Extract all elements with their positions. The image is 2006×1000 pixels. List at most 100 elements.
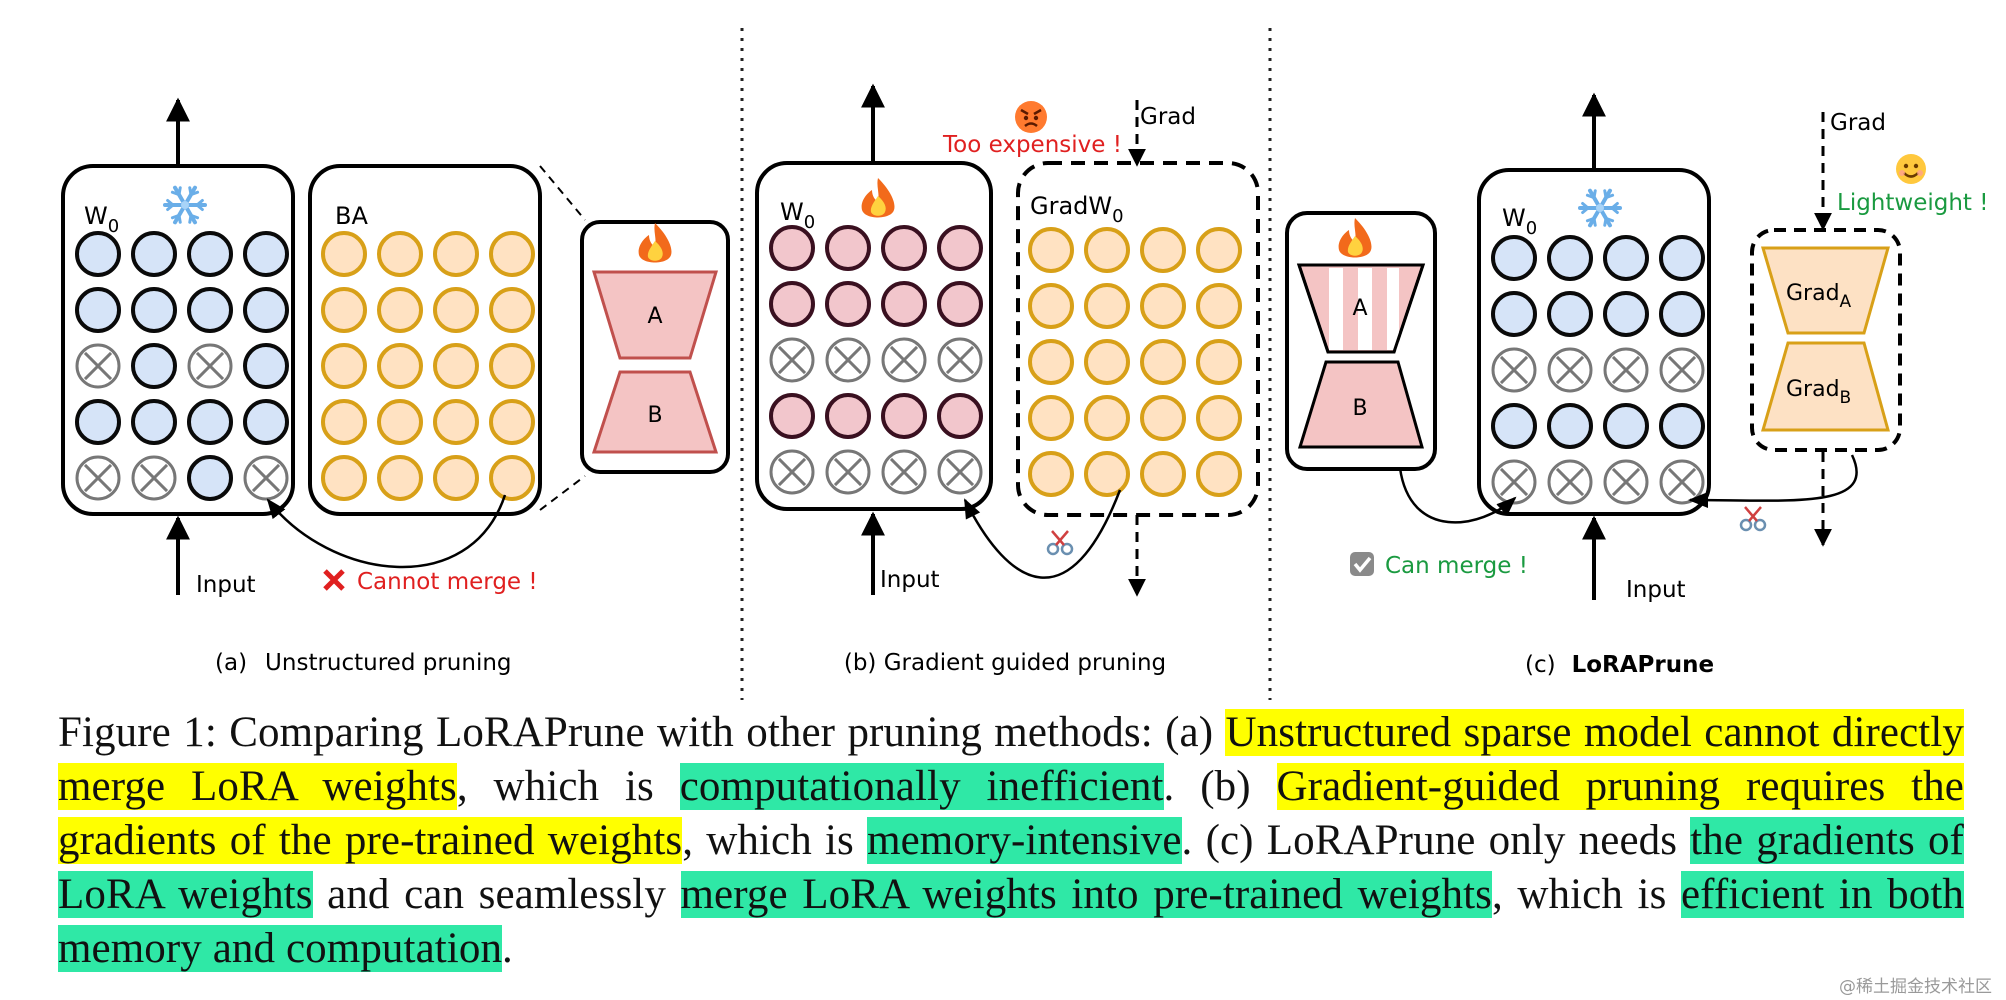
frozen-weight-node [1491,291,1537,337]
frozen-weight-grid-a [75,231,289,501]
trained-weight-node [825,281,871,327]
lora-weight-node [433,399,479,445]
frozen-weight-node [187,455,233,501]
lora-weight-node [489,287,535,333]
pruned-columns-stripes [1329,268,1399,350]
caption-highlight-2: computationally inefficient [679,763,1164,810]
pruned-node [1547,459,1593,505]
grad-a-label: GradA [1786,281,1852,312]
panel-loraprune: A B W0 GradA GradB Input Grad Lightweigh… [1285,92,1988,678]
trained-weight-node [769,281,815,327]
trained-weight-node [881,393,927,439]
trained-weight-node [769,225,815,271]
panel-unstructured-pruning: W0 BA A B Input Cannot merge ! (a)Unstru… [61,97,730,676]
frozen-weight-node [187,231,233,277]
pruned-node [825,337,871,383]
lora-b-label-c: B [1352,396,1367,421]
pruned-node [881,337,927,383]
lora-weight-node [321,343,367,389]
ba-box-a [308,164,542,516]
snowflake-icon [1578,188,1622,228]
frozen-weight-node [1491,235,1537,281]
pruned-node [825,449,871,495]
lora-weight-node [321,287,367,333]
weight-label-c: W0 [1502,204,1537,239]
lora-weight-node [377,231,423,277]
frozen-weight-node [1547,291,1593,337]
input-label-b: Input [880,567,940,593]
caption-highlight-4: memory-intensive [867,817,1182,864]
pruned-node [937,449,983,495]
pruned-node [187,343,233,389]
trained-weight-node [769,393,815,439]
lora-weight-node [433,343,479,389]
pruned-node [1659,459,1705,505]
caption-text-3: , which is [682,817,868,864]
prune-guidance-arrow-b [963,489,1122,579]
lora-weight-node [1196,283,1242,329]
trained-weight-node [825,225,871,271]
angry-face-icon [1015,101,1047,133]
trained-weight-node [937,281,983,327]
frozen-weight-node [243,399,289,445]
frozen-weight-node [75,231,121,277]
cannot-merge-note: Cannot merge ! [357,569,538,595]
pruned-node [1491,459,1537,505]
caption-text-4: . (c) LoRAPrune only needs [1181,817,1691,864]
panel-gradient-guided-pruning: W0 GradW0 Input Grad Too expensive ! (b)… [755,83,1260,676]
can-merge-note: Can merge ! [1385,553,1528,579]
lora-weight-node [321,231,367,277]
caption-text-2: . (b) [1163,763,1277,810]
frozen-weight-node [1491,403,1537,449]
pruned-node [1603,347,1649,393]
trained-weight-node [881,225,927,271]
grad-arrow-label-b: Grad [1140,104,1196,130]
weight-label-a: W0 [84,202,119,237]
scissors-icon [1739,506,1767,532]
lora-weight-node [377,455,423,501]
caption-text-1: , which is [456,763,680,810]
comparison-figure: W0 BA A B Input Cannot merge ! (a)Unstru… [61,28,1988,700]
pruned-node [769,337,815,383]
fire-icon [861,178,895,218]
lora-weight-node [489,343,535,389]
lora-weight-node [1028,339,1074,385]
caption-highlight-6: merge LoRA weights into pre-trained weig… [680,871,1492,918]
frozen-weight-node [187,287,233,333]
frozen-weight-node [1547,235,1593,281]
lora-a-label-c: A [1352,296,1367,321]
lora-weight-node [1140,395,1186,441]
grad-label-b: GradW0 [1030,192,1124,227]
caption-text-6: , which is [1491,871,1681,918]
lora-b-label: B [647,403,662,428]
pruned-node [1659,347,1705,393]
lora-weight-node [1140,451,1186,497]
lora-weight-node [1084,451,1130,497]
frozen-weight-node [243,343,289,389]
lora-weight-node [1028,395,1074,441]
merge-attempt-arrow-a [266,494,507,569]
lora-weight-node [1084,227,1130,273]
lora-weight-node [1196,227,1242,273]
trained-weight-grid-b [769,225,983,495]
ba-weight-grid-a [321,231,535,501]
lora-weight-node [377,287,423,333]
merge-arrow-c [1398,467,1517,524]
trained-weight-node [881,281,927,327]
lora-weight-node [433,231,479,277]
pruned-node [937,337,983,383]
lora-weight-node [433,455,479,501]
figure-caption: Figure 1: Comparing LoRAPrune with other… [58,706,1964,976]
frozen-weight-node [1659,235,1705,281]
pruned-node [881,449,927,495]
frozen-weight-node [1659,403,1705,449]
frozen-weight-grid-c [1491,235,1705,505]
pruned-node [75,455,121,501]
lora-weight-node [377,399,423,445]
pruned-node [243,455,289,501]
lora-weight-node [1084,339,1130,385]
pruned-node [1547,347,1593,393]
lightweight-note: Lightweight ! [1837,190,1988,216]
frozen-weight-node [131,231,177,277]
smile-face-icon [1896,154,1926,184]
